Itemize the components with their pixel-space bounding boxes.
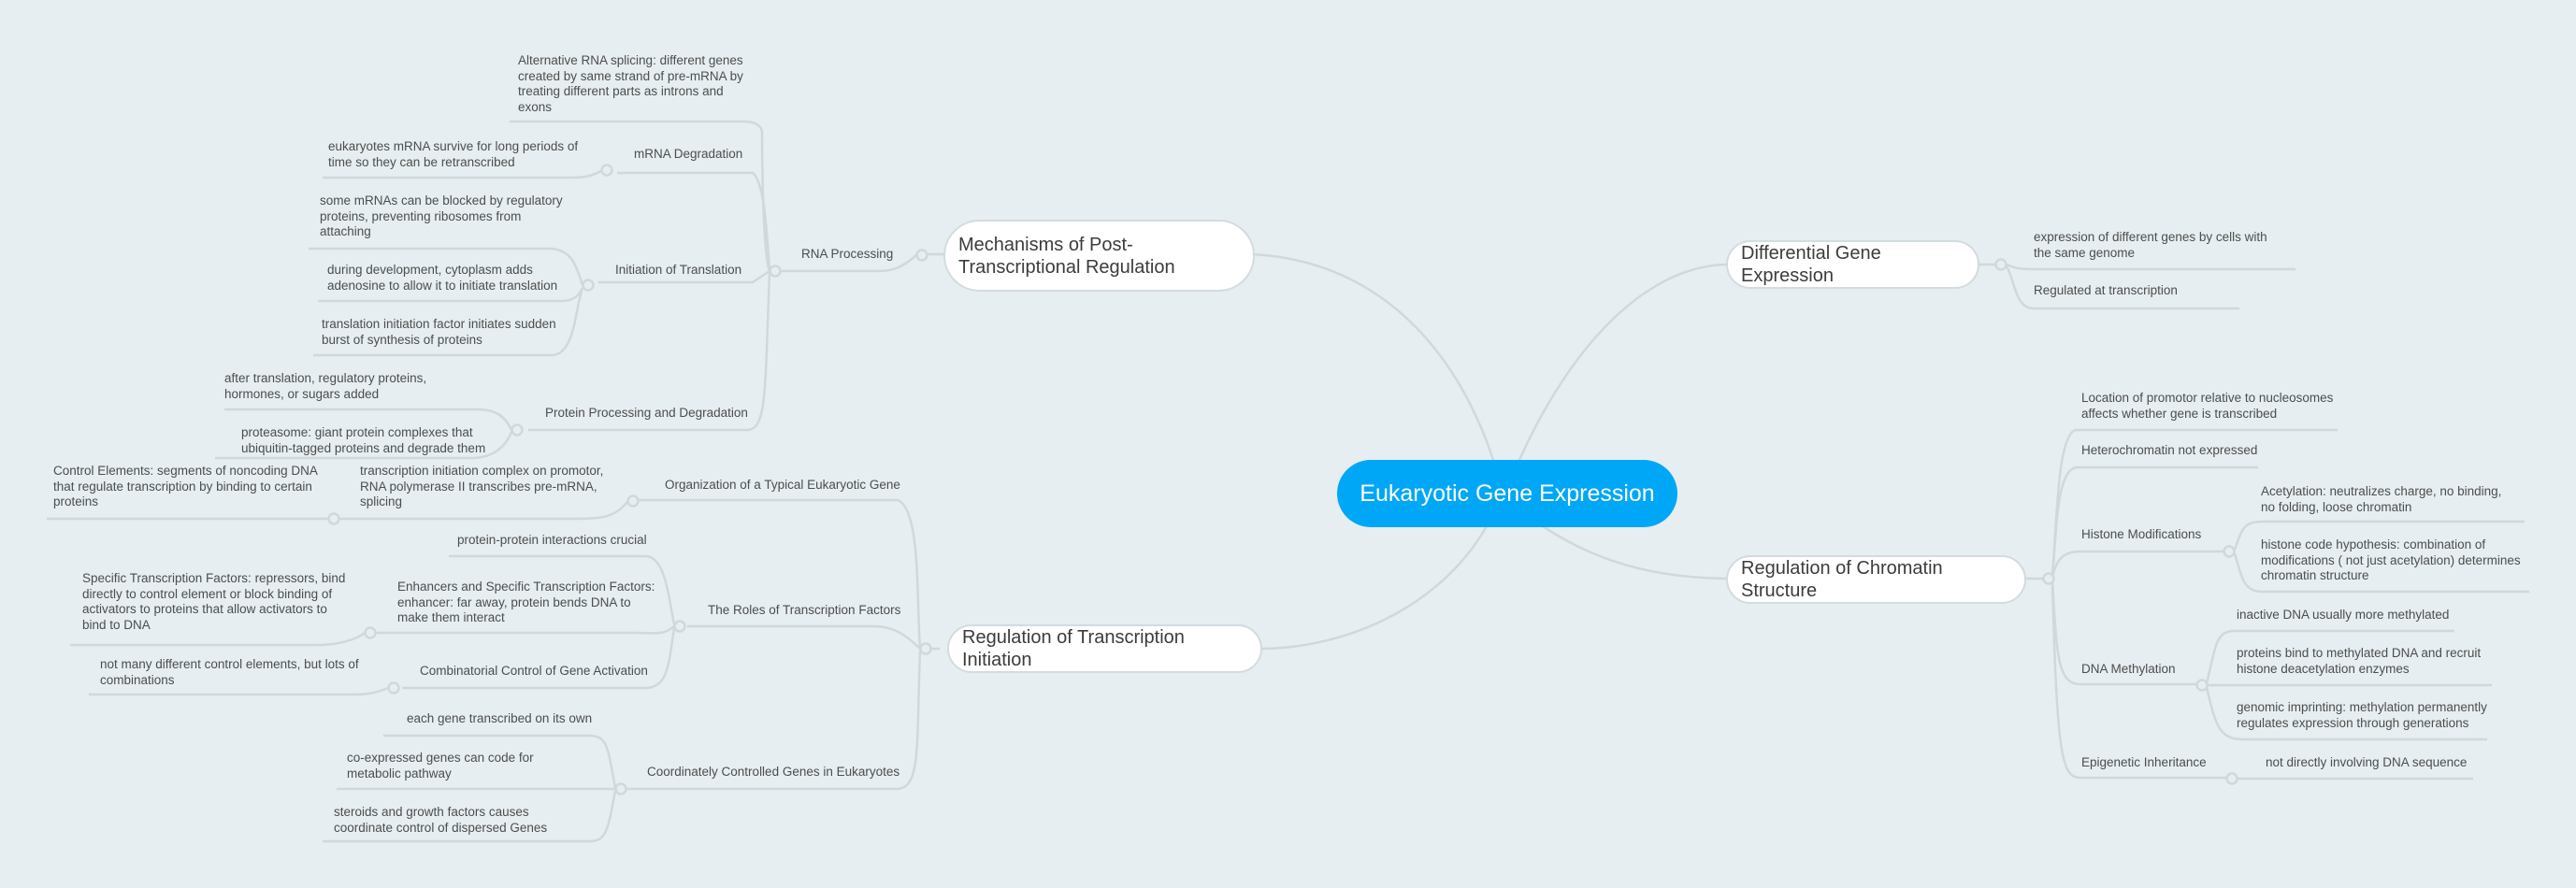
subtopic-roles-tf[interactable]: The Roles of Transcription Factors bbox=[708, 603, 901, 617]
subtopic-histone-modifications[interactable]: Histone Modifications bbox=[2081, 527, 2202, 541]
leaf-genomic-imprinting[interactable]: genomic imprinting: methylation permanen… bbox=[2237, 700, 2487, 730]
subtopic-combinatorial[interactable]: Combinatorial Control of Gene Activation bbox=[420, 664, 648, 678]
subtopic-coordinately[interactable]: Coordinately Controlled Genes in Eukaryo… bbox=[647, 765, 900, 779]
topic-transcription-initiation[interactable]: Regulation of Transcription Initiation bbox=[947, 624, 1262, 673]
subtopic-protein-processing[interactable]: Protein Processing and Degradation bbox=[545, 406, 748, 420]
leaf-combinations[interactable]: not many different control elements, but… bbox=[100, 657, 359, 687]
leaf-acetylation[interactable]: Acetylation: neutralizes charge, no bind… bbox=[2261, 484, 2502, 514]
leaf-steroids[interactable]: steroids and growth factors causes coord… bbox=[334, 805, 548, 835]
leaf-alt-splicing[interactable]: Alternative RNA splicing: different gene… bbox=[518, 53, 743, 114]
subtopic-rna-processing[interactable]: RNA Processing bbox=[801, 247, 894, 261]
subtopic-epigenetic[interactable]: Epigenetic Inheritance bbox=[2081, 755, 2207, 769]
leaf-enhancers[interactable]: Enhancers and Specific Transcription Fac… bbox=[397, 580, 655, 624]
subtopic-mrna-degradation[interactable]: mRNA Degradation bbox=[634, 147, 743, 161]
leaf-initiation-complex[interactable]: transcription initiation complex on prom… bbox=[360, 464, 604, 508]
subtopic-dna-methylation[interactable]: DNA Methylation bbox=[2081, 662, 2176, 676]
leaf-proteins-bind[interactable]: proteins bind to methylated DNA and recr… bbox=[2237, 646, 2482, 676]
leaf-mrna-blocked[interactable]: some mRNAs can be blocked by regulatory … bbox=[320, 193, 563, 238]
leaf-proteasome[interactable]: proteasome: giant protein complexes that… bbox=[241, 425, 486, 455]
leaf-promotor-location[interactable]: Location of promotor relative to nucleos… bbox=[2081, 391, 2334, 421]
leaf-each-gene[interactable]: each gene transcribed on its own bbox=[407, 711, 593, 725]
leaf-cytoplasm-adenosine[interactable]: during development, cytoplasm adds adeno… bbox=[327, 263, 558, 293]
leaf-regulated-transcription[interactable]: Regulated at transcription bbox=[2034, 283, 2178, 297]
leaf-not-dna-sequence[interactable]: not directly involving DNA sequence bbox=[2266, 755, 2468, 769]
subtopic-organization-gene[interactable]: Organization of a Typical Eukaryotic Gen… bbox=[665, 478, 900, 492]
leaf-ppi[interactable]: protein-protein interactions crucial bbox=[457, 533, 647, 547]
topic-differential-expression[interactable]: Differential Gene Expression bbox=[1726, 240, 1979, 289]
leaf-specific-tf[interactable]: Specific Transcription Factors: represso… bbox=[82, 571, 346, 632]
root-topic[interactable]: Eukaryotic Gene Expression bbox=[1337, 460, 1677, 527]
subtopic-initiation-translation[interactable]: Initiation of Translation bbox=[615, 263, 742, 277]
topic-chromatin-structure[interactable]: Regulation of Chromatin Structure bbox=[1726, 555, 2026, 604]
leaf-control-elements[interactable]: Control Elements: segments of noncoding … bbox=[53, 464, 318, 508]
leaf-co-expressed[interactable]: co-expressed genes can code for metaboli… bbox=[347, 751, 534, 781]
leaf-inactive-dna[interactable]: inactive DNA usually more methylated bbox=[2237, 608, 2450, 622]
leaf-mrna-survive[interactable]: eukaryotes mRNA survive for long periods… bbox=[328, 139, 579, 169]
topic-post-transcriptional[interactable]: Mechanisms of Post-Transcriptional Regul… bbox=[943, 220, 1255, 292]
leaf-different-genes[interactable]: expression of different genes by cells w… bbox=[2034, 230, 2267, 260]
leaf-heterochromatin[interactable]: Heterochromatin not expressed bbox=[2081, 443, 2258, 457]
leaf-histone-code[interactable]: histone code hypothesis: combination of … bbox=[2261, 537, 2521, 582]
leaf-translation-factor[interactable]: translation initiation factor initiates … bbox=[322, 317, 556, 347]
leaf-after-translation[interactable]: after translation, regulatory proteins, … bbox=[224, 371, 427, 401]
